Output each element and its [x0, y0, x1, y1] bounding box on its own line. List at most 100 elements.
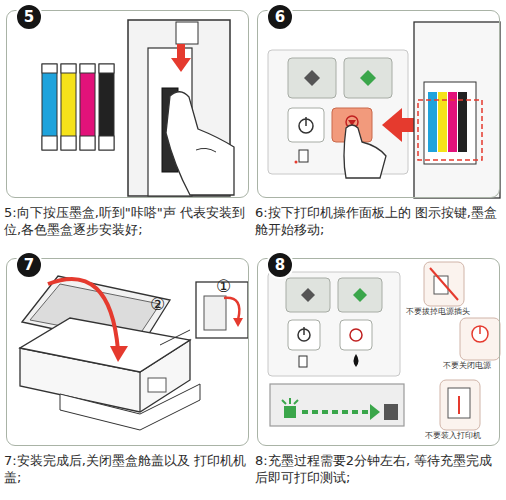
ink-cartridges — [80, 64, 95, 73]
control-panel — [303, 327, 305, 335]
step-number-text: 6 — [268, 5, 292, 29]
press-arrow — [177, 44, 185, 58]
control-panel — [350, 329, 362, 341]
control-panel — [304, 70, 320, 86]
warning-icons — [430, 268, 458, 300]
ink-cartridges — [42, 136, 57, 150]
step-number: 7 — [15, 251, 43, 279]
step-panel: 7:安装完成后,关闭墨盒舱盖以及 打印机机盖;7 — [6, 258, 249, 446]
cyan-cartridge — [42, 64, 57, 150]
printer-interior — [414, 22, 500, 198]
control-panel — [286, 278, 330, 312]
control-panel — [288, 58, 336, 98]
control-panel — [295, 161, 298, 164]
progress-bar — [294, 400, 298, 404]
magenta-cartridge — [80, 64, 95, 150]
printer-interior — [414, 22, 500, 198]
printer-interior — [438, 92, 447, 152]
printer-drawing — [20, 276, 200, 430]
control-panel — [288, 320, 320, 350]
step-caption: 7:安装完成后,关闭墨盒舱盖以及 打印机机盖; — [4, 452, 254, 486]
printer-interior — [418, 100, 482, 160]
control-panel — [268, 50, 408, 174]
control-panel — [299, 356, 307, 367]
step-caption: 5:向下按压墨盒,听到"咔嗒"声 代表安装到位,各色墨盒逐步安装好; — [4, 204, 254, 238]
warning-label: 不要关闭电源 — [443, 360, 491, 371]
press-arrow — [171, 58, 191, 72]
control-panel — [268, 272, 400, 376]
inset-box — [233, 318, 243, 327]
ink-cartridges — [42, 64, 114, 150]
ink-cartridges — [80, 136, 95, 150]
hand — [166, 92, 234, 195]
control-panel — [360, 70, 376, 86]
yellow-cartridge — [61, 64, 76, 150]
control-panel — [338, 278, 382, 312]
printer-interior — [428, 92, 437, 152]
control-panel — [354, 354, 359, 367]
warning-icons — [458, 396, 460, 414]
inset-box — [160, 330, 190, 345]
black-cartridge — [99, 64, 114, 150]
control-panel — [288, 108, 324, 142]
hand — [166, 92, 234, 195]
step-number: 5 — [15, 3, 43, 31]
ink-cartridges — [99, 64, 114, 73]
step-caption: 6:按下打印机操作面板上的 图示按键,墨盒舱开始移动; — [255, 204, 505, 238]
printer-interior — [458, 92, 467, 152]
close-arrow — [110, 346, 128, 362]
close-arrow — [48, 279, 118, 350]
step-number-text: 8 — [268, 253, 292, 277]
control-panel — [344, 58, 392, 98]
ink-cartridges — [42, 64, 57, 73]
control-panel — [305, 117, 307, 126]
step-number: 8 — [266, 251, 294, 279]
callout-number: ① — [216, 276, 231, 296]
warning-icons — [460, 318, 500, 360]
progress-bar — [302, 410, 372, 414]
direction-arrow — [382, 108, 402, 142]
step-panel: 8:充墨过程需要2分钟左右, 等待充墨完成后即可打印测试;8 — [257, 258, 500, 446]
warning-icons — [424, 262, 500, 430]
control-panel — [301, 288, 315, 302]
ink-cartridges — [99, 136, 114, 150]
close-arrow — [48, 279, 128, 362]
warning-icons — [448, 388, 470, 418]
control-panel — [299, 150, 308, 162]
ink-cartridges — [61, 136, 76, 150]
warning-icons — [424, 262, 464, 306]
warning-label: 不要装入打印机 — [425, 430, 481, 441]
warning-icons — [440, 380, 480, 430]
carriage-drawing — [176, 22, 198, 44]
callout-number: ② — [150, 294, 165, 314]
progress-bar — [289, 398, 291, 404]
printer-drawing — [148, 378, 166, 392]
hand — [344, 125, 386, 178]
printer-drawing — [60, 384, 200, 430]
step-panel: 6:按下打印机操作面板上的 图示按键,墨盒舱开始移动;6 — [257, 10, 500, 198]
printer-drawing — [139, 372, 140, 412]
step-number-text: 5 — [17, 5, 41, 29]
progress-bar — [284, 406, 296, 418]
progress-bar — [270, 384, 404, 426]
inset-box — [160, 282, 248, 345]
control-panel — [353, 288, 367, 302]
step-panel: 5:向下按压墨盒,听到"咔嗒"声 代表安装到位,各色墨盒逐步安装好;5 — [6, 10, 249, 198]
ink-cartridges — [61, 64, 76, 73]
progress-bar — [370, 404, 380, 420]
printer-interior — [424, 82, 476, 164]
control-panel — [268, 50, 408, 174]
step-caption: 8:充墨过程需要2分钟左右, 等待充墨完成后即可打印测试; — [255, 452, 505, 486]
inset-box — [224, 298, 239, 320]
progress-bar — [282, 400, 286, 404]
warning-icons — [472, 326, 488, 342]
step-number-text: 7 — [17, 253, 41, 277]
printer-drawing — [20, 318, 190, 372]
hand — [344, 125, 386, 178]
progress-bar — [384, 404, 398, 420]
control-panel — [340, 320, 372, 350]
inset-box — [204, 296, 226, 330]
control-panel — [268, 272, 400, 376]
hand — [196, 148, 216, 152]
